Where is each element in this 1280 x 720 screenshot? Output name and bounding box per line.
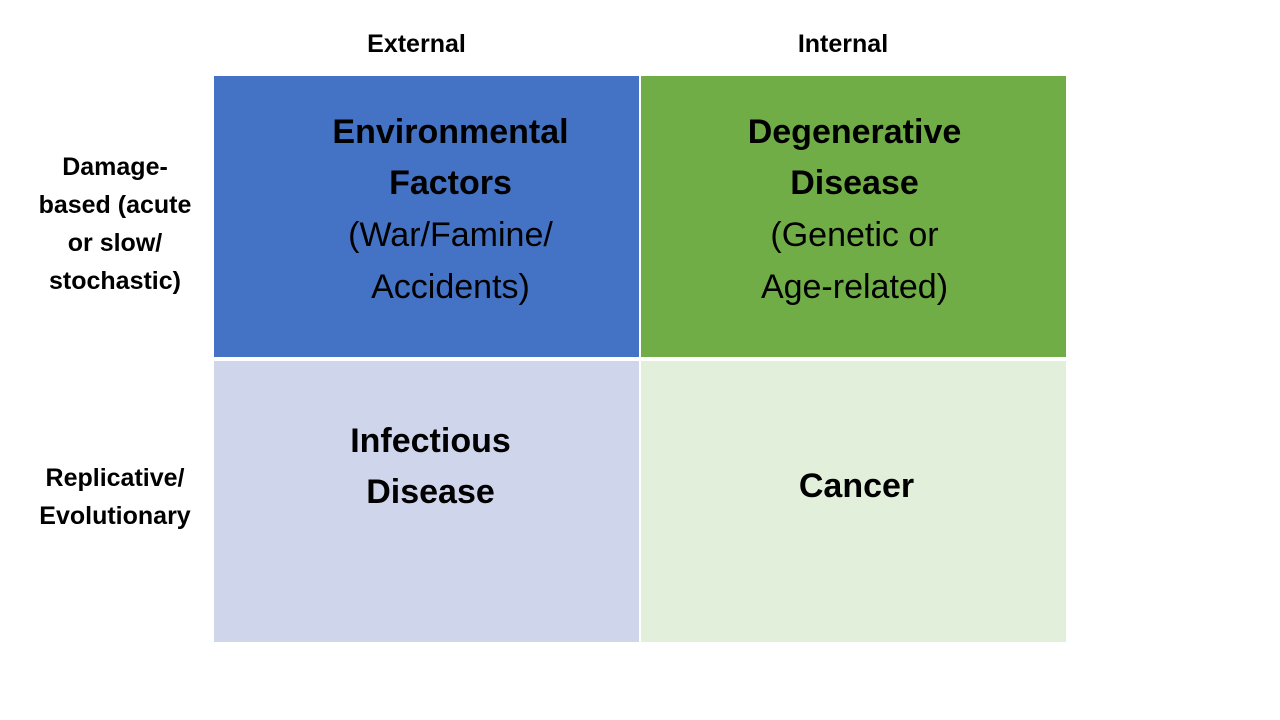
cell-cancer: Cancer [641, 361, 1066, 642]
cell-title: Environmental Factors [332, 112, 569, 202]
row-header-damage-based: Damage- based (acute or slow/ stochastic… [38, 153, 192, 295]
cell-environmental-factors: Environmental Factors (War/Famine/ Accid… [214, 76, 639, 357]
cell-title: Cancer [798, 467, 915, 505]
row-header-replicative: Replicative/ Evolutionary [39, 464, 191, 530]
cell-infectious-disease: Infectious Disease [214, 361, 639, 642]
cell-subtitle: (Genetic or Age-related) [760, 215, 949, 306]
cell-title: Infectious Disease [350, 421, 511, 511]
cell-degenerative-disease: Degenerative Disease (Genetic or Age-rel… [641, 76, 1066, 357]
column-header-internal: Internal [797, 30, 889, 58]
cell-title: Degenerative Disease [747, 112, 962, 202]
column-header-external: External [367, 30, 466, 58]
cell-subtitle: (War/Famine/ Accidents) [348, 215, 553, 306]
